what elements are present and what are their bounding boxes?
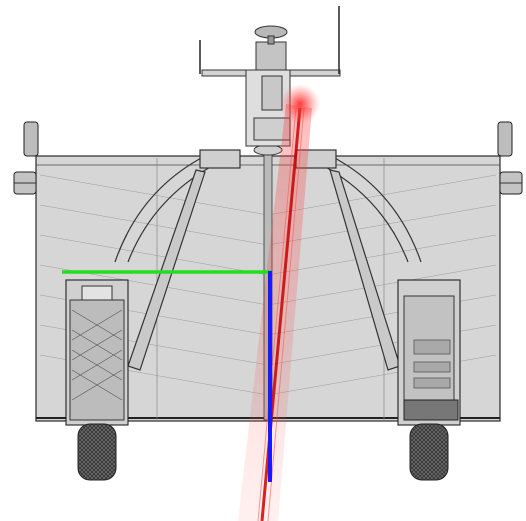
right-wheel-assembly	[397, 279, 461, 481]
left-corner-light	[13, 121, 39, 195]
sensor-head	[201, 25, 341, 147]
antenna-icon	[199, 6, 340, 74]
right-tire	[409, 423, 449, 481]
left-strut	[127, 169, 206, 371]
left-wheel-assembly	[65, 279, 129, 481]
left-tire	[77, 423, 117, 481]
right-corner-light	[497, 121, 523, 195]
highlight-glow	[280, 84, 320, 124]
